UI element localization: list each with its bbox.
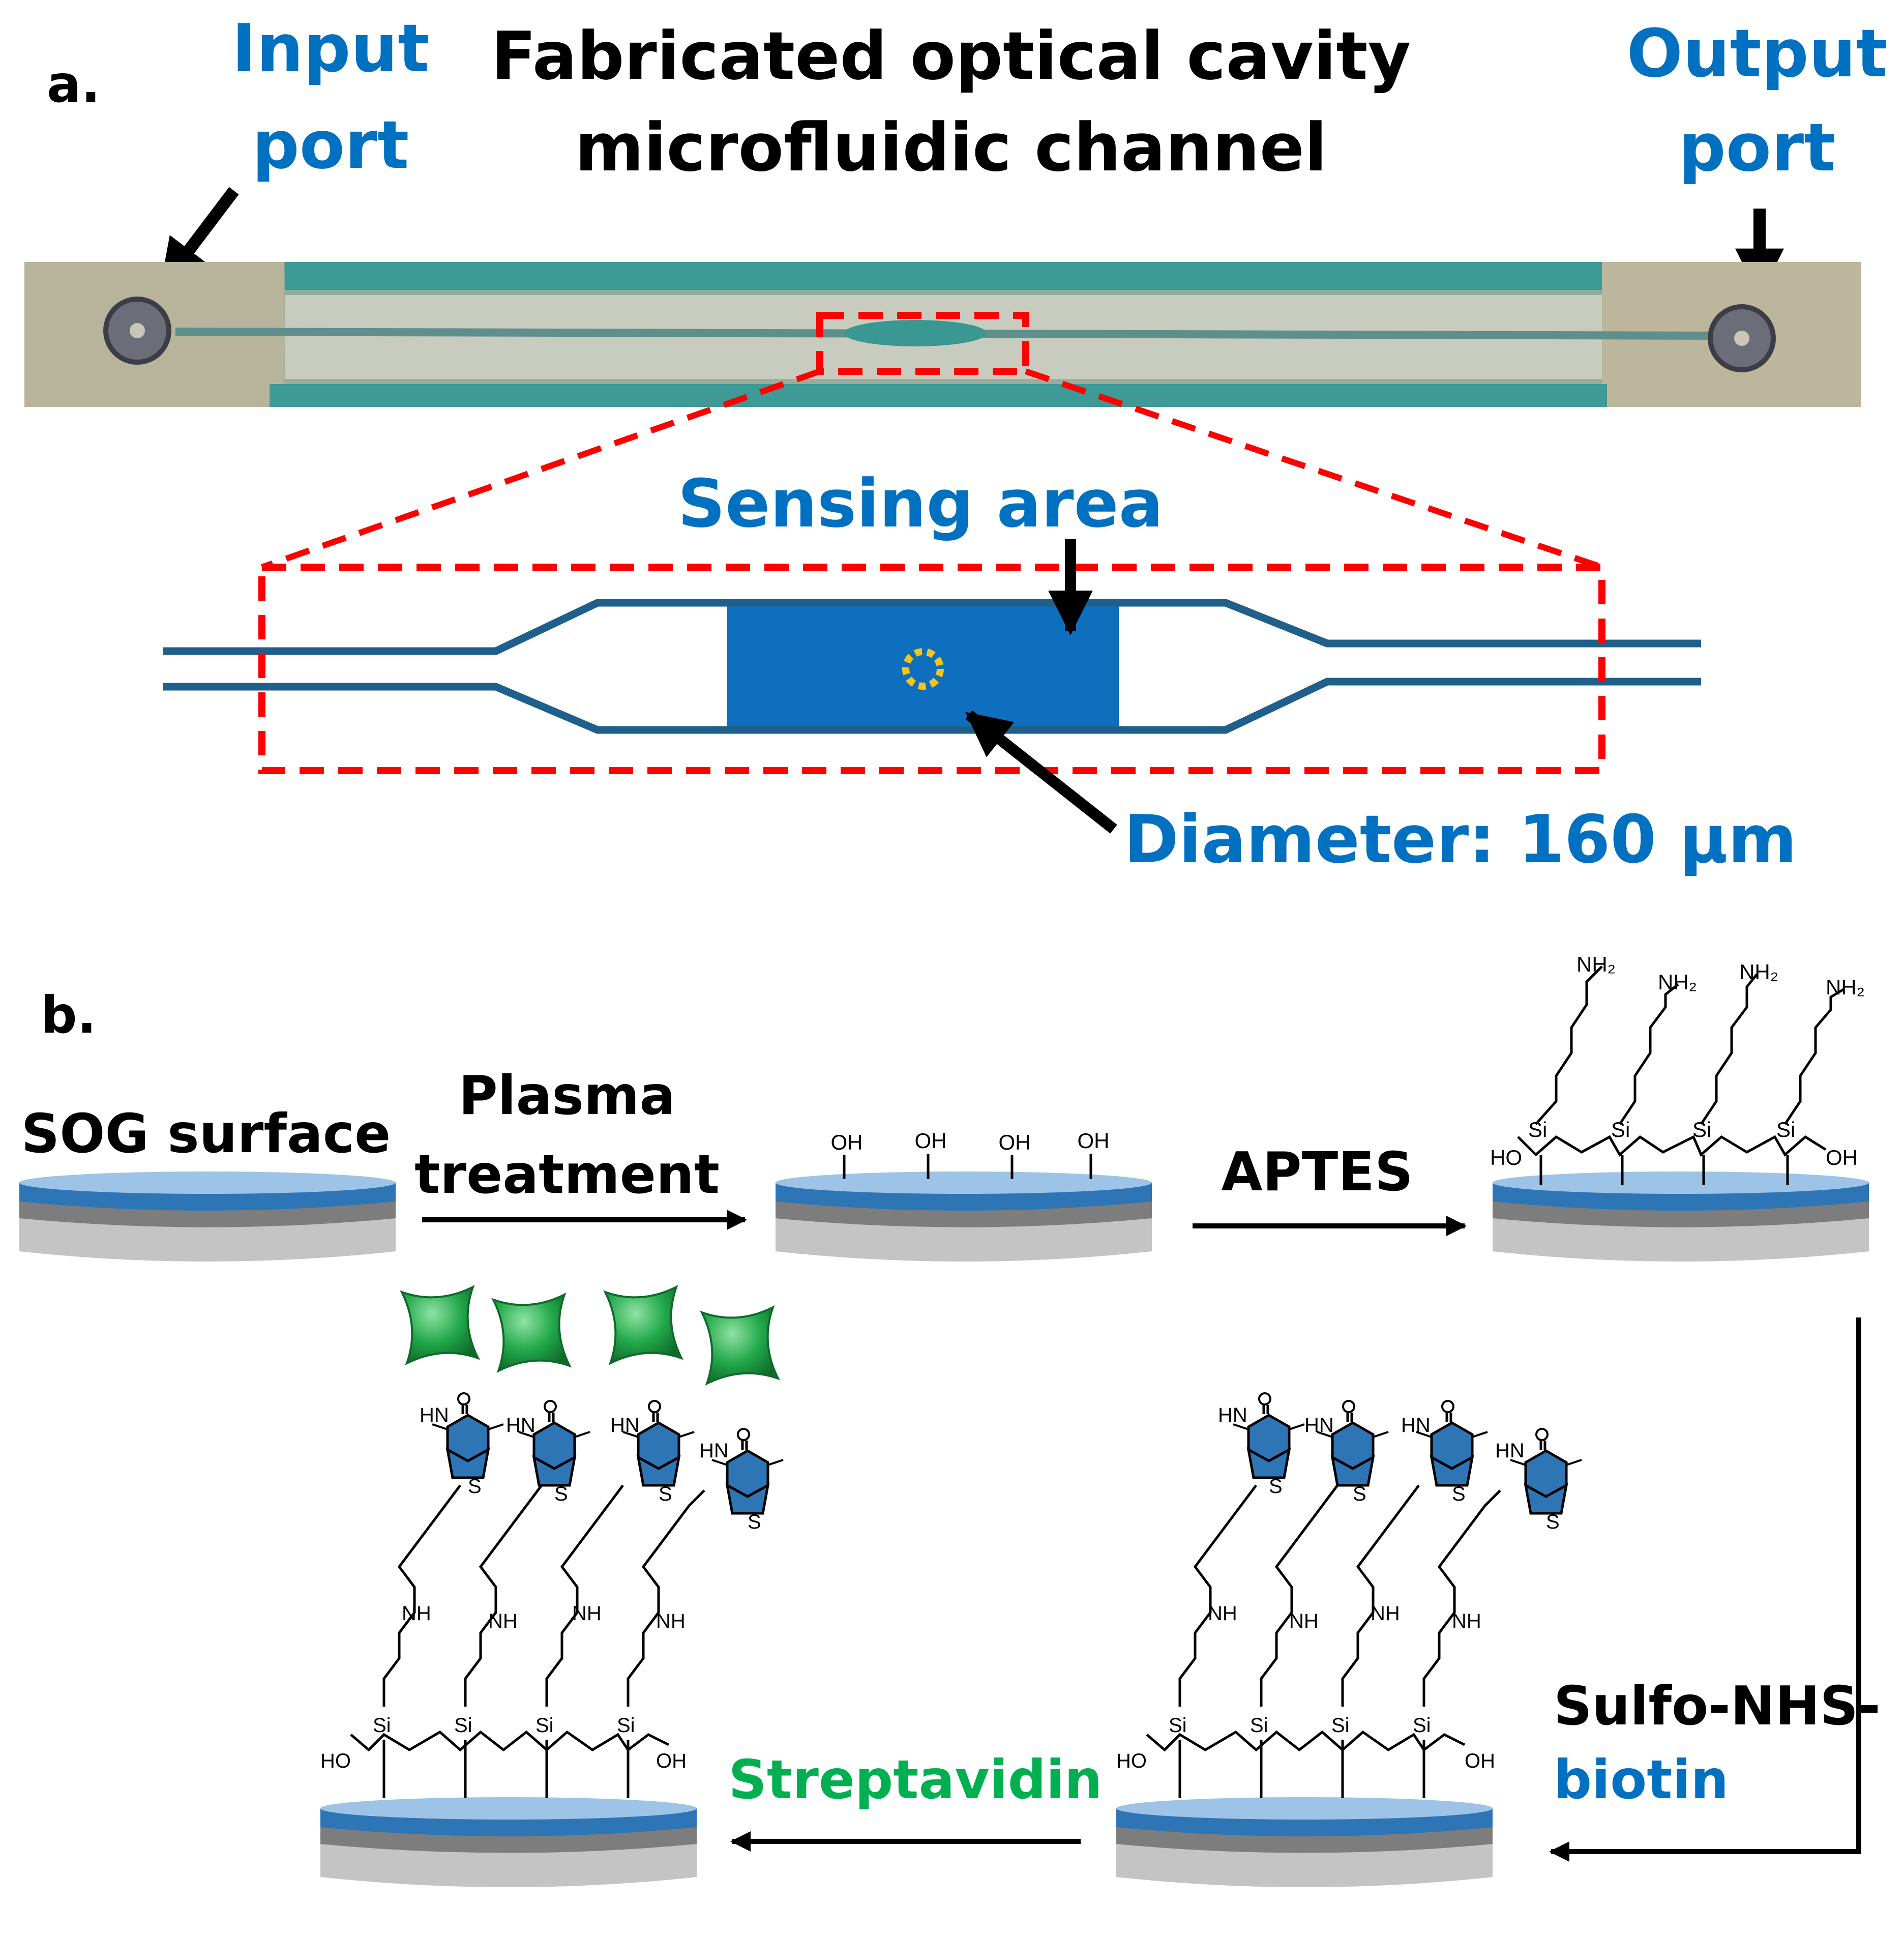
- aptes-label: APTES: [1221, 1141, 1413, 1203]
- ho-label: HO: [320, 1750, 351, 1772]
- streptavidin-icon: [603, 1284, 684, 1366]
- plasma-label-line1: Plasma: [459, 1065, 676, 1127]
- streptavidin-proteins: [399, 1284, 781, 1386]
- si-label: Si: [373, 1714, 391, 1737]
- oh-label: OH: [831, 1130, 863, 1154]
- diameter-label: Diameter: 160 μm: [1124, 801, 1797, 878]
- hydroxyl-groups: OH OH OH OH: [831, 1129, 1110, 1179]
- hn-label: HN: [420, 1404, 449, 1426]
- plasma-label-line2: treatment: [414, 1144, 720, 1206]
- particle-icon: [902, 648, 944, 690]
- sog-surface-label: SOG surface: [21, 1103, 391, 1165]
- streptavidin-icon: [491, 1292, 572, 1373]
- hn-label: HN: [699, 1440, 729, 1462]
- s-label: S: [1353, 1483, 1366, 1505]
- streptavidin-substrate: [320, 1797, 697, 1887]
- oh-label: OH: [1826, 1146, 1858, 1169]
- channel-schematic: [163, 599, 1701, 734]
- si-label: Si: [1776, 1118, 1795, 1141]
- zoom-detail-box: [258, 564, 1605, 774]
- nh2-label: NH₂: [1739, 960, 1778, 984]
- nh-label: NH: [488, 1610, 518, 1632]
- nh-label: NH: [572, 1602, 602, 1625]
- sulfo-arrow: [1549, 1317, 1861, 1862]
- si-label: Si: [1528, 1118, 1547, 1141]
- streptavidin-icon: [399, 1284, 481, 1366]
- sog-substrate: [19, 1171, 396, 1262]
- si-label: Si: [617, 1714, 635, 1737]
- nh2-label: NH₂: [1658, 970, 1697, 994]
- biotin-substrate: [1116, 1797, 1493, 1887]
- oh-label: OH: [915, 1129, 947, 1153]
- hn-label: HN: [610, 1414, 640, 1437]
- nh-label: NH: [1208, 1602, 1237, 1625]
- si-label: Si: [1413, 1714, 1431, 1737]
- zoom-line-right: [1025, 368, 1603, 570]
- oh-label: OH: [1078, 1129, 1110, 1153]
- biotin-label: biotin: [1554, 1749, 1729, 1811]
- sensing-area-label: Sensing area: [678, 465, 1164, 542]
- si-label: Si: [454, 1714, 472, 1737]
- oh-label: OH: [999, 1130, 1031, 1154]
- panel-a-letter: a.: [47, 54, 100, 114]
- ho-label: HO: [1116, 1750, 1147, 1772]
- figure-title-line2: microfluidic channel: [575, 109, 1327, 186]
- diameter-arrow: [965, 710, 1117, 834]
- oh-label: OH: [1465, 1750, 1495, 1772]
- aptes-substrate: [1493, 1171, 1869, 1262]
- nh-label: NH: [1452, 1610, 1481, 1632]
- hn-label: HN: [1401, 1414, 1431, 1437]
- s-label: S: [1452, 1483, 1466, 1505]
- input-port-label-line2: port: [252, 106, 409, 184]
- hn-label: HN: [1304, 1414, 1334, 1437]
- chip-photo: [24, 262, 1861, 407]
- s-label: S: [1546, 1511, 1560, 1533]
- panel-b-letter: b.: [41, 985, 97, 1045]
- streptavidin-icon: [699, 1305, 781, 1386]
- streptavidin-biotin-layer: NH NH NH NH HN HN HN HN Si Si Si Si HO O…: [320, 1393, 783, 1798]
- si-label: Si: [1250, 1714, 1268, 1737]
- nh-label: NH: [1371, 1602, 1400, 1625]
- nh-label: NH: [656, 1610, 686, 1632]
- hydroxylated-substrate: [776, 1171, 1152, 1262]
- input-port-label-line1: Input: [232, 10, 430, 87]
- nh-label: NH: [1289, 1610, 1319, 1632]
- nh2-label: NH₂: [1826, 975, 1865, 999]
- nh-label: NH: [402, 1602, 431, 1625]
- si-label: Si: [1169, 1714, 1187, 1737]
- biotin-layer: NH NH NH NH HN HN HN HN Si Si Si Si HO O…: [1116, 1393, 1582, 1798]
- si-label: Si: [1611, 1118, 1630, 1141]
- si-label: Si: [536, 1714, 554, 1737]
- si-label: Si: [1692, 1118, 1711, 1141]
- s-label: S: [748, 1511, 761, 1533]
- hn-label: HN: [506, 1414, 536, 1437]
- sensing-area: [727, 603, 1119, 730]
- aptes-layer: NH₂ NH₂ NH₂ NH₂ Si Si Si Si HO OH: [1490, 952, 1865, 1185]
- output-port-label-line2: port: [1679, 109, 1836, 186]
- figure-title-line1: Fabricated optical cavity: [491, 17, 1411, 95]
- s-label: S: [554, 1483, 568, 1505]
- zoom-line-left: [261, 368, 821, 570]
- ho-label: HO: [1490, 1146, 1522, 1169]
- streptavidin-label: Streptavidin: [728, 1749, 1102, 1811]
- s-label: S: [659, 1483, 672, 1505]
- s-label: S: [468, 1475, 482, 1498]
- s-label: S: [1269, 1475, 1283, 1498]
- oh-label: OH: [656, 1750, 687, 1772]
- hn-label: HN: [1495, 1440, 1525, 1462]
- sulfo-nhs-label: Sulfo-NHS-: [1554, 1675, 1881, 1737]
- output-port-label-line1: Output: [1627, 15, 1888, 92]
- nh2-label: NH₂: [1576, 952, 1616, 976]
- hn-label: HN: [1218, 1404, 1247, 1426]
- si-label: Si: [1331, 1714, 1350, 1737]
- zoom-source-box: [816, 312, 1029, 375]
